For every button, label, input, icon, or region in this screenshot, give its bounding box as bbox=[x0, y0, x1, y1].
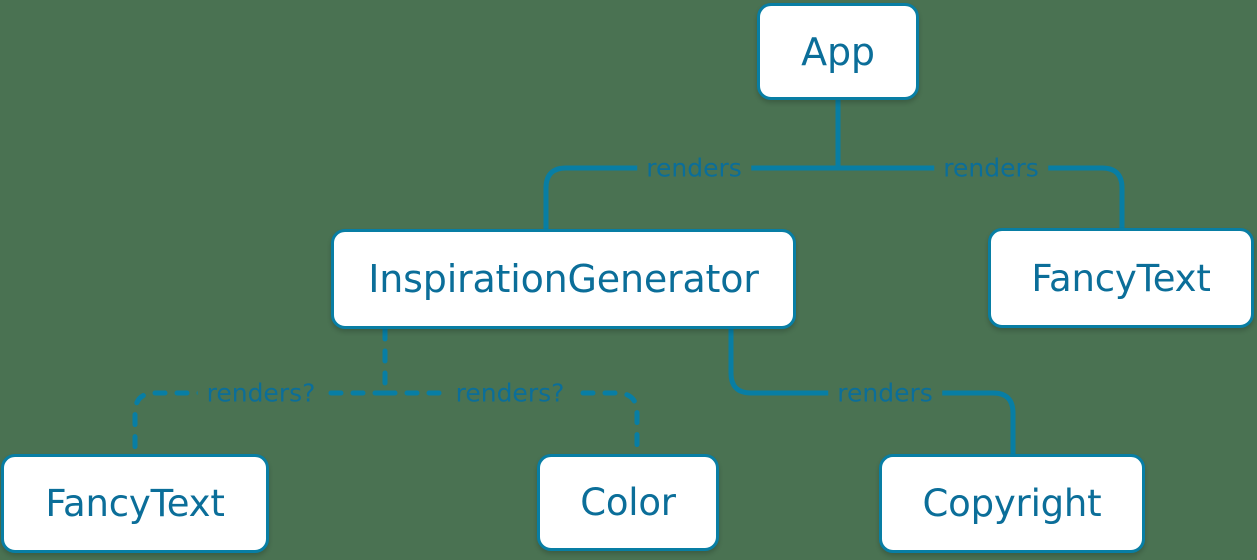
node-app[interactable]: App bbox=[757, 3, 919, 100]
node-color-label: Color bbox=[580, 481, 676, 524]
edge-inspiration-to-color bbox=[382, 390, 640, 457]
edge-label-app-to-inspiration: renders bbox=[637, 155, 751, 181]
edge-label-inspiration-to-copyright: renders bbox=[828, 380, 942, 406]
node-fancytext-bottom[interactable]: FancyText bbox=[1, 454, 269, 553]
edge-label-inspiration-to-fancytext: renders? bbox=[197, 380, 325, 406]
edge-app-to-inspiration bbox=[543, 165, 841, 232]
node-copyright[interactable]: Copyright bbox=[879, 454, 1145, 553]
node-fancytext-bottom-label: FancyText bbox=[45, 482, 225, 525]
node-inspiration-generator-label: InspirationGenerator bbox=[368, 257, 759, 301]
node-color[interactable]: Color bbox=[537, 454, 719, 551]
node-fancytext-top-label: FancyText bbox=[1031, 256, 1211, 300]
edge-app-to-fancytext-right bbox=[835, 165, 1125, 231]
node-app-label: App bbox=[801, 29, 875, 74]
node-inspiration-generator[interactable]: InspirationGenerator bbox=[331, 229, 796, 329]
edge-inspiration-to-fancytext-bottom bbox=[132, 390, 388, 457]
edge-label-app-to-fancytext: renders bbox=[934, 155, 1048, 181]
edge-label-inspiration-to-color: renders? bbox=[446, 380, 574, 406]
node-copyright-label: Copyright bbox=[922, 482, 1102, 525]
node-fancytext-top[interactable]: FancyText bbox=[988, 228, 1254, 328]
